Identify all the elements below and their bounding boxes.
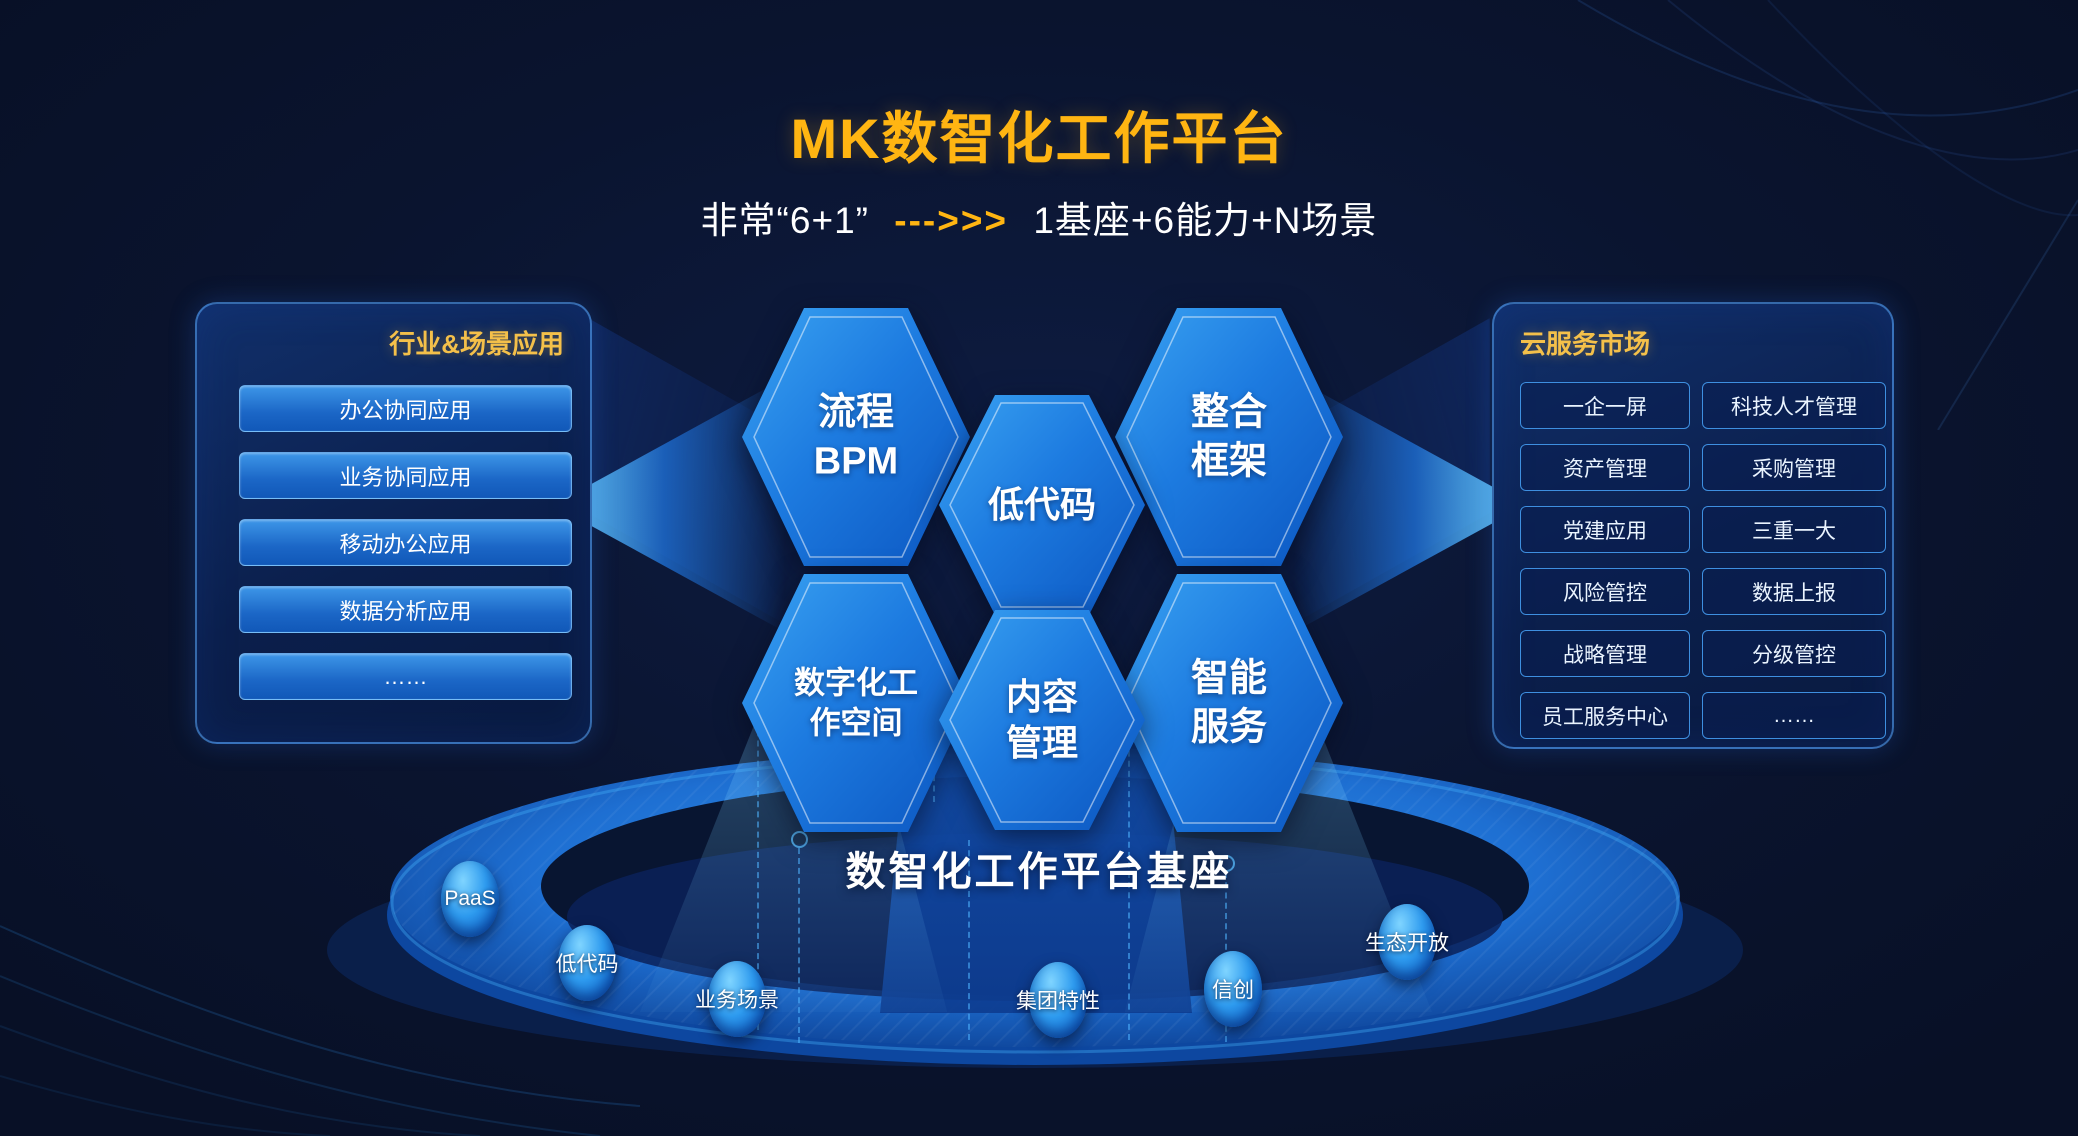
hex-label-line1: 内容 bbox=[1005, 675, 1078, 717]
hex-integration-framework[interactable]: 整合 框架 bbox=[1115, 308, 1343, 566]
hex-label-line2: 服务 bbox=[1190, 706, 1267, 748]
sphere-label: 信创 bbox=[1212, 979, 1254, 1002]
node-circle-icon bbox=[1218, 855, 1235, 872]
hex-label: 整合 框架 bbox=[1115, 388, 1343, 485]
hex-label-line2: BPM bbox=[813, 440, 899, 482]
hex-label-line1: 智能 bbox=[1190, 657, 1267, 700]
right-panel-item-one-screen[interactable]: 一企一屏 bbox=[1520, 382, 1690, 429]
hex-label-line2: 框架 bbox=[1190, 440, 1267, 482]
left-panel-item-more[interactable]: …… bbox=[239, 653, 572, 700]
sphere-group-characteristics: 集团特性 bbox=[1016, 962, 1100, 1038]
hex-content-management[interactable]: 内容 管理 bbox=[939, 610, 1145, 830]
hex-label-line2: 管理 bbox=[1005, 722, 1078, 763]
sphere-xinchuang: 信创 bbox=[1204, 951, 1262, 1027]
hex-label-line2: 作空间 bbox=[809, 705, 903, 740]
right-panel-cloud-market: 云服务市场 一企一屏 科技人才管理 资产管理 采购管理 党建应用 三重一大 风险… bbox=[1492, 302, 1894, 749]
hex-label-line1: 低代码 bbox=[987, 483, 1096, 525]
left-panel-industry-apps: 行业&场景应用 办公协同应用 业务协同应用 移动办公应用 数据分析应用 …… bbox=[195, 302, 592, 744]
left-panel-header: 行业&场景应用 bbox=[389, 329, 564, 359]
hex-label-line1: 数字化工 bbox=[794, 665, 918, 701]
hex-label: 智能 服务 bbox=[1115, 654, 1343, 751]
hex-low-code[interactable]: 低代码 bbox=[939, 395, 1145, 615]
sphere-label: PaaS bbox=[444, 887, 496, 910]
right-panel-item-data-report[interactable]: 数据上报 bbox=[1702, 568, 1886, 615]
arrow-glyph: --->>> bbox=[894, 200, 1009, 241]
right-panel-item-risk-control[interactable]: 风险管控 bbox=[1520, 568, 1690, 615]
left-panel-item-mobile-office[interactable]: 移动办公应用 bbox=[239, 519, 572, 566]
sphere-paas: PaaS bbox=[441, 861, 499, 937]
left-panel-item-business-collab[interactable]: 业务协同应用 bbox=[239, 452, 572, 499]
sphere-low-code: 低代码 bbox=[555, 925, 619, 1001]
right-panel-item-employee-center[interactable]: 员工服务中心 bbox=[1520, 692, 1690, 739]
right-panel-item-tech-talent[interactable]: 科技人才管理 bbox=[1702, 382, 1886, 429]
sphere-ecosystem-openness: 生态开放 bbox=[1365, 904, 1449, 980]
sphere-business-scenario: 业务场景 bbox=[695, 961, 779, 1037]
node-circle-icon bbox=[791, 831, 808, 848]
left-panel-item-data-analysis[interactable]: 数据分析应用 bbox=[239, 586, 572, 633]
dashed-drop-line bbox=[757, 700, 759, 1030]
page-subtitle: 非常“6+1” --->>> 1基座+6能力+N场景 bbox=[0, 190, 2078, 244]
hex-label: 流程 BPM bbox=[742, 388, 970, 485]
hex-label: 内容 管理 bbox=[939, 674, 1145, 766]
subtitle-prefix: 非常“6+1” bbox=[700, 200, 869, 241]
hex-label: 数字化工 作空间 bbox=[742, 663, 970, 742]
background-waves-bottom-left bbox=[0, 925, 640, 1136]
hex-label-line1: 流程 bbox=[817, 391, 894, 434]
right-panel-item-more[interactable]: …… bbox=[1702, 692, 1886, 739]
subtitle-suffix: 1基座+6能力+N场景 bbox=[1033, 200, 1378, 241]
dashed-drop-line bbox=[968, 840, 970, 1040]
sphere-label: 集团特性 bbox=[1016, 990, 1100, 1013]
background-waves-top-right bbox=[1577, 0, 2078, 430]
hex-intelligent-service[interactable]: 智能 服务 bbox=[1115, 574, 1343, 832]
right-panel-item-three-major[interactable]: 三重一大 bbox=[1702, 506, 1886, 553]
hex-label: 低代码 bbox=[939, 482, 1145, 528]
sphere-label: 业务场景 bbox=[695, 989, 779, 1012]
right-panel-header: 云服务市场 bbox=[1520, 329, 1651, 359]
sphere-label: 生态开放 bbox=[1365, 932, 1449, 955]
right-panel-item-procurement[interactable]: 采购管理 bbox=[1702, 444, 1886, 491]
hex-process-bpm[interactable]: 流程 BPM bbox=[742, 308, 970, 566]
page-title: MK数智化工作平台 bbox=[790, 107, 1288, 170]
left-panel-item-office-collab[interactable]: 办公协同应用 bbox=[239, 385, 572, 432]
dashed-drop-line bbox=[798, 848, 800, 1043]
right-panel-item-tiered-control[interactable]: 分级管控 bbox=[1702, 630, 1886, 677]
hex-label-line1: 整合 bbox=[1190, 391, 1267, 434]
right-panel-item-asset-mgmt[interactable]: 资产管理 bbox=[1520, 444, 1690, 491]
right-panel-item-party-building[interactable]: 党建应用 bbox=[1520, 506, 1690, 553]
sphere-label: 低代码 bbox=[555, 953, 619, 976]
platform-base-label: 数智化工作平台基座 bbox=[845, 850, 1233, 894]
dashed-drop-line bbox=[1128, 700, 1130, 1040]
hex-digital-workspace[interactable]: 数字化工 作空间 bbox=[742, 574, 970, 832]
right-panel-item-strategy-mgmt[interactable]: 战略管理 bbox=[1520, 630, 1690, 677]
